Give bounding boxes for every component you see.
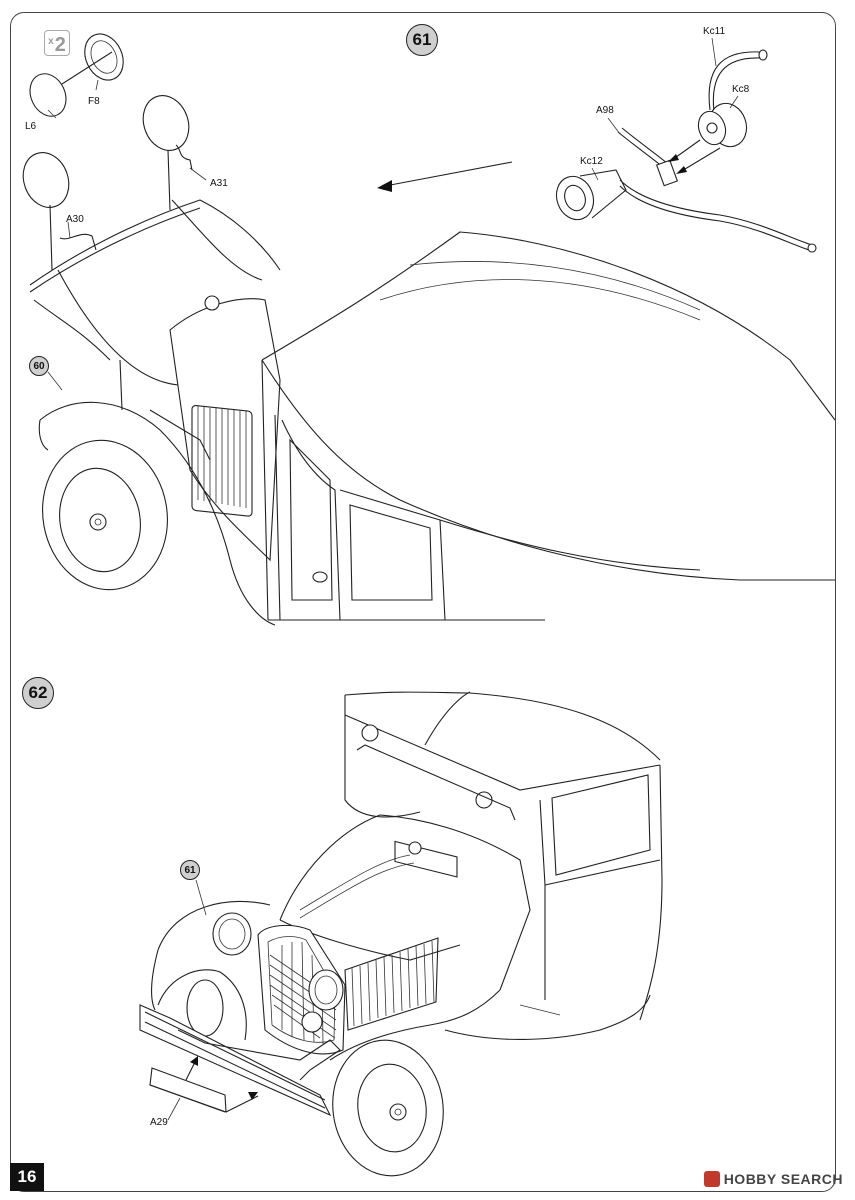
quantity-count: 2: [54, 34, 66, 56]
brand-logo-icon: [703, 1171, 720, 1187]
ref-step-60-badge: 60: [29, 356, 49, 376]
label-a29: A29: [150, 1117, 168, 1128]
page-number: 16: [10, 1163, 44, 1191]
label-kc8: Kc8: [732, 84, 750, 95]
label-l6: L6: [25, 121, 37, 132]
step62-drawing: [139, 691, 663, 1177]
watermark-text: HOBBY SEARCH: [723, 1171, 843, 1187]
step61-drawing: [22, 33, 836, 626]
label-kc11: Kc11: [703, 26, 726, 37]
step-62-badge: 62: [22, 677, 54, 709]
quantity-multiplier: x: [48, 36, 54, 47]
ref-step-61-badge: 61: [180, 860, 200, 880]
label-kc12: Kc12: [580, 156, 603, 167]
label-a31: A31: [210, 178, 228, 189]
label-f8: F8: [88, 96, 100, 107]
step-61-badge: 61: [406, 24, 438, 56]
page-frame: [10, 12, 836, 1192]
watermark: HOBBY SEARCH: [703, 1171, 843, 1187]
label-a30: A30: [66, 214, 84, 225]
label-a98: A98: [596, 105, 614, 116]
